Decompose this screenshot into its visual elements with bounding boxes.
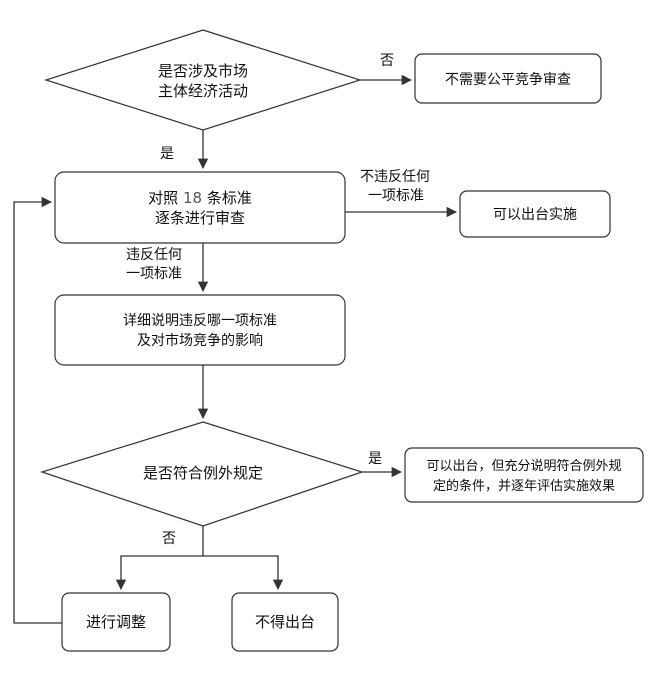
box-no-review-needed: 不需要公平竞争审查 xyxy=(414,53,602,104)
edge-exception-no-stem xyxy=(115,526,204,591)
label-exception-yes: 是 xyxy=(368,451,382,467)
box-explain-violation-line1: 详细说明违反哪一项标准 xyxy=(123,313,277,329)
label-violation-line1: 违反任何 xyxy=(126,247,182,263)
box-adjust-text: 进行调整 xyxy=(86,613,146,631)
box-can-implement-text: 可以出台实施 xyxy=(493,207,577,223)
edge-adjust-loopback xyxy=(13,196,62,624)
decision-exception-rules: 是否符合例外规定 xyxy=(40,421,364,527)
box-exception-issue: 可以出台，但充分说明符合例外规 定的条件，并逐年评估实施效果 xyxy=(404,447,644,503)
label-no-violation-line2: 一项标准 xyxy=(368,188,424,204)
box-exception-issue-line2: 定的条件，并逐年评估实施效果 xyxy=(433,478,615,494)
box-exception-issue-line1: 可以出台，但充分说明符合例外规 xyxy=(426,458,621,474)
box-compare-standards: 对照 18 条标准 逐条进行审查 xyxy=(54,171,346,244)
label-exception-no: 否 xyxy=(162,531,176,547)
standards-count: 18 xyxy=(183,189,202,207)
box-can-implement: 可以出台实施 xyxy=(459,190,611,238)
decision-market-line1: 是否涉及市场 xyxy=(158,62,248,80)
decision-market-line2: 主体经济活动 xyxy=(158,82,248,100)
box-adjust: 进行调整 xyxy=(61,592,171,652)
edge-exception-no-branch xyxy=(203,555,284,591)
decision-exception-text: 是否符合例外规定 xyxy=(143,464,263,482)
box-cannot-issue: 不得出台 xyxy=(231,592,339,652)
box-explain-violation-line2: 及对市场竞争的影响 xyxy=(137,332,263,349)
box-cannot-issue-text: 不得出台 xyxy=(255,613,315,631)
label-market-no: 否 xyxy=(380,53,394,69)
label-no-violation-line1: 不违反任何 xyxy=(360,169,430,185)
box-explain-violation: 详细说明违反哪一项标准 及对市场竞争的影响 xyxy=(54,294,346,366)
label-violation-line2: 一项标准 xyxy=(126,266,182,282)
box-compare-standards-line1: 对照 18 条标准 xyxy=(148,189,252,207)
box-no-review-needed-text: 不需要公平竞争审查 xyxy=(445,71,571,88)
label-market-yes: 是 xyxy=(160,146,174,162)
box-compare-standards-line2: 逐条进行审查 xyxy=(155,209,245,227)
decision-market-activity: 是否涉及市场 主体经济活动 xyxy=(44,29,362,131)
